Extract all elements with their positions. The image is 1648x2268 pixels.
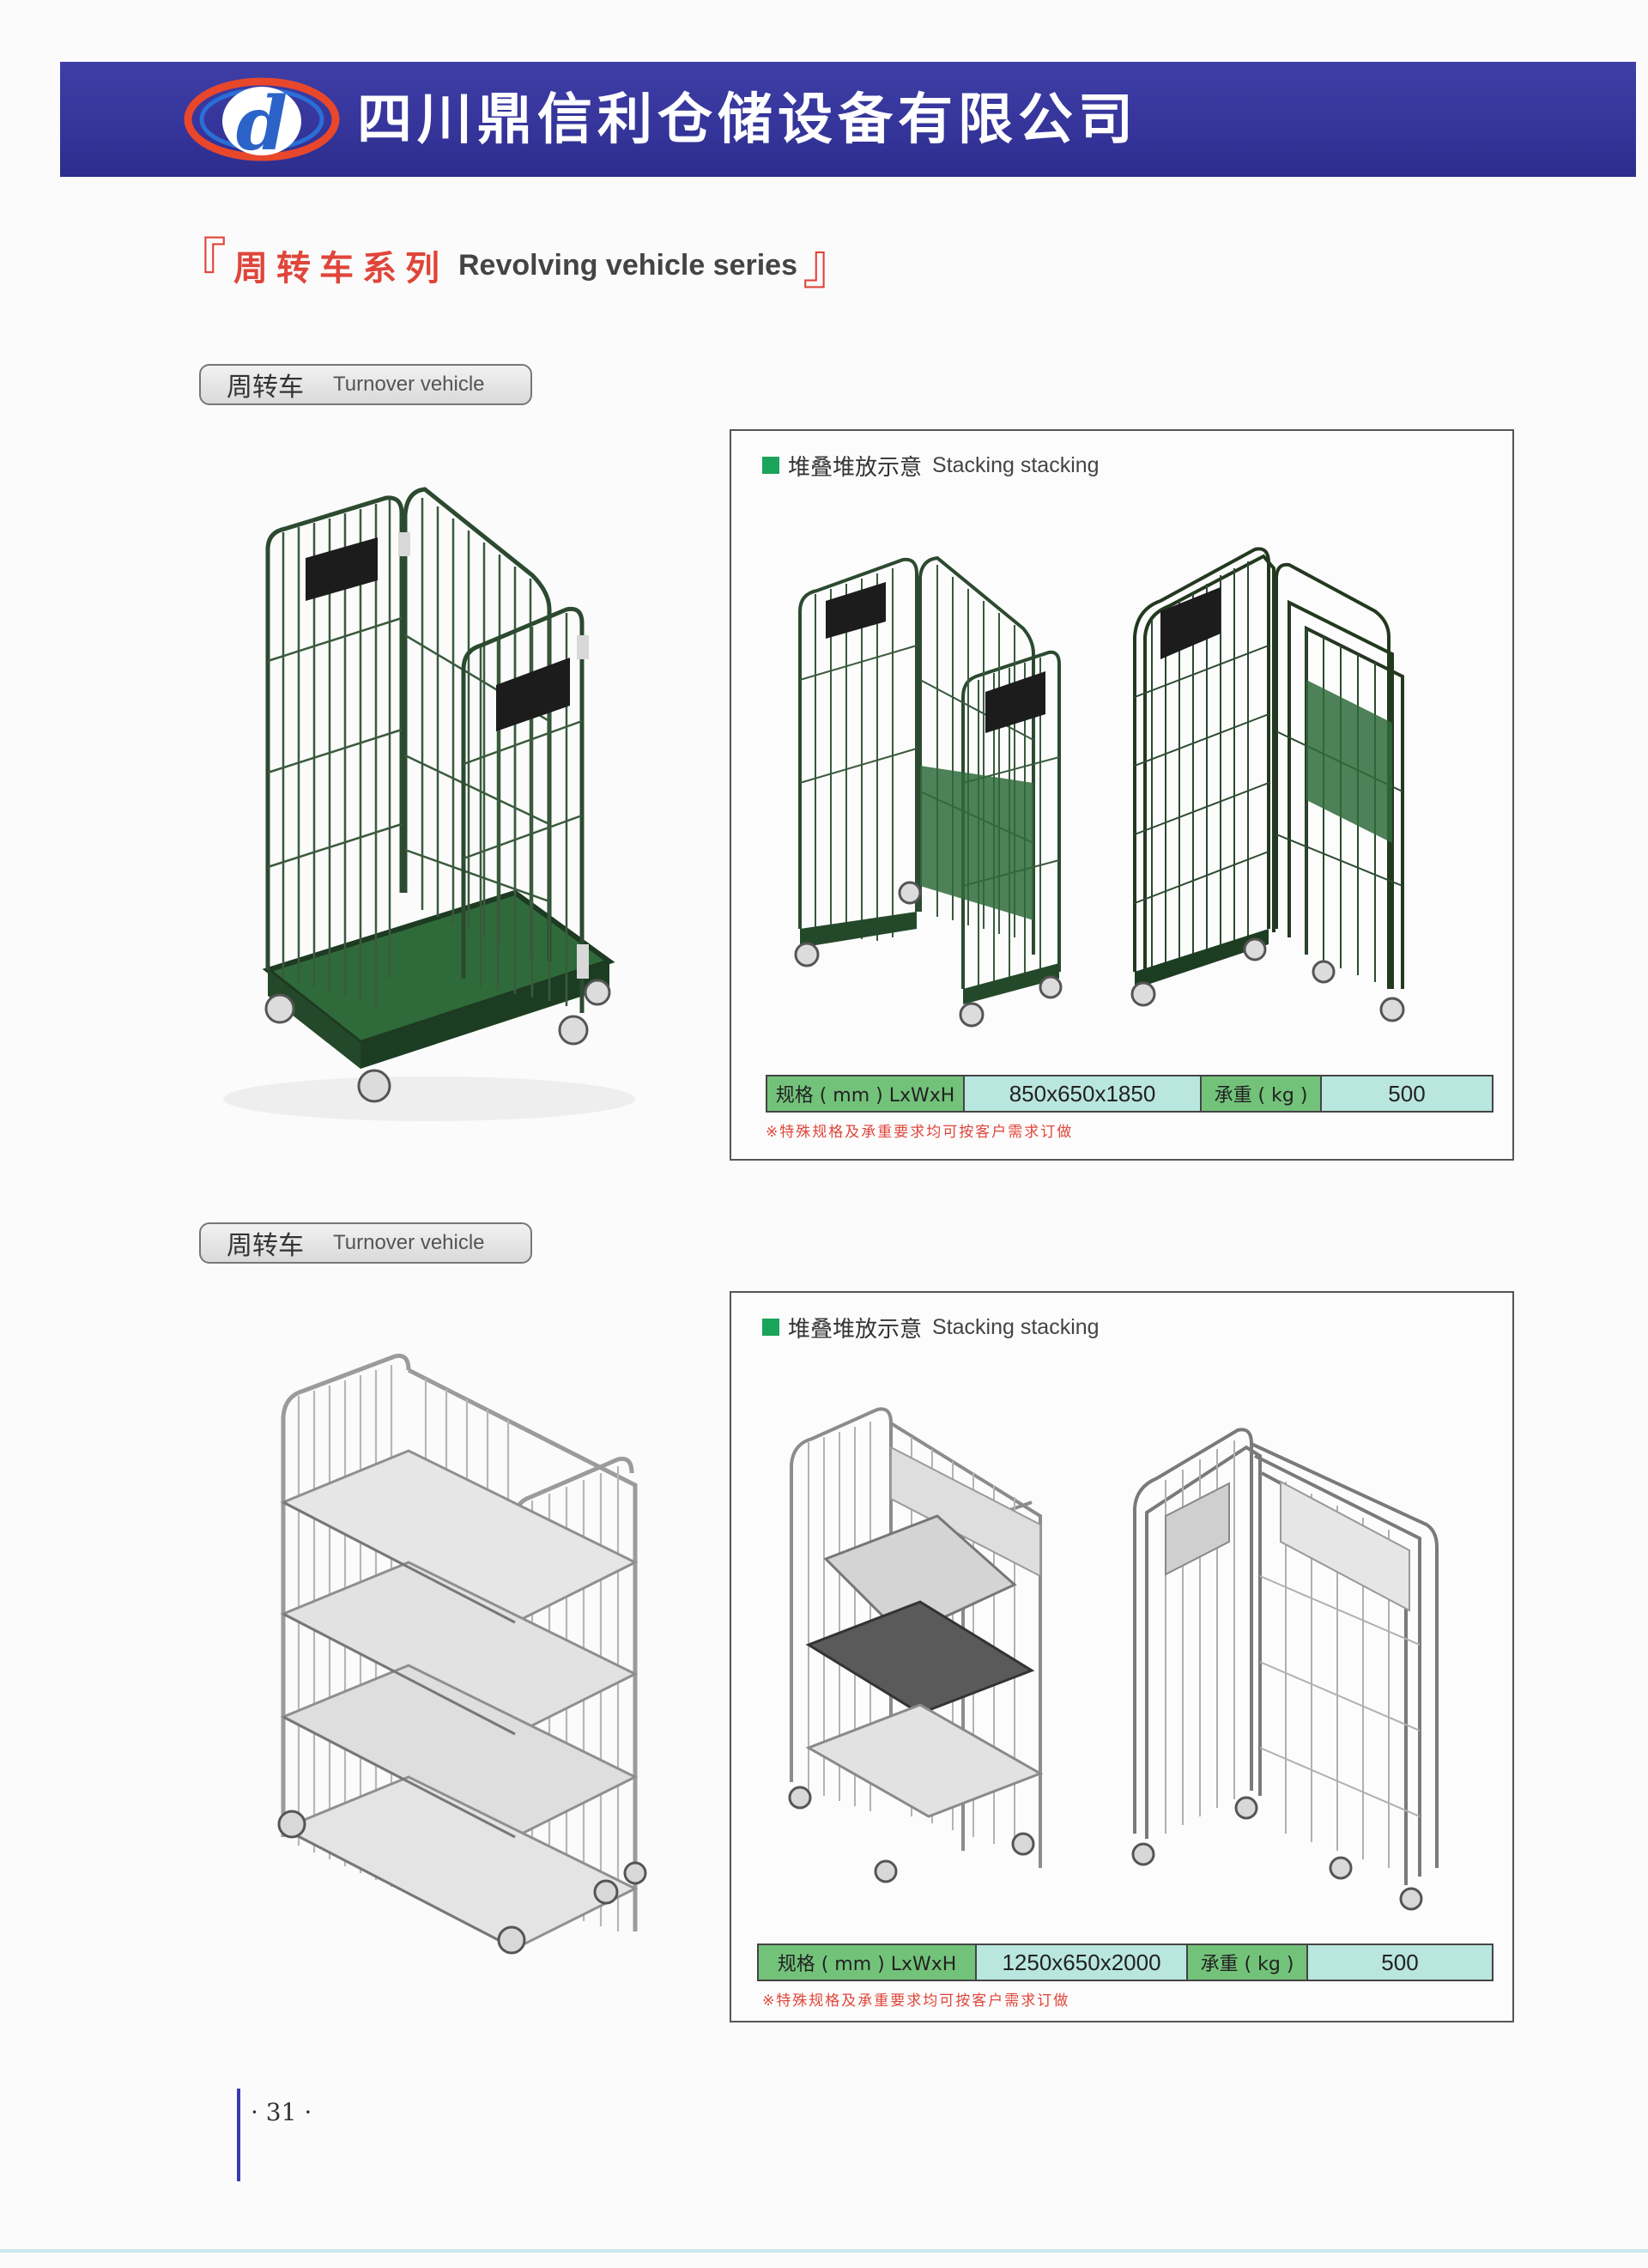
spec-table-2: 规格 ( mm ) LxWxH 1250x650x2000 承重 ( kg ) … [757,1944,1494,1981]
product-tag-cn: 周转车 [227,1231,304,1261]
product-tag-en: Turnover vehicle [333,373,485,396]
load-label-cell: 承重 ( kg ) [1202,1076,1322,1111]
stacking-label-cn: 堆叠堆放示意 [788,454,923,481]
green-cart-stacking-image [794,547,1405,1028]
bottom-line [0,2249,1648,2253]
bracket-open: 『 [172,233,227,297]
spec-label-cell: 规格 ( mm ) LxWxH [759,1945,977,1980]
green-turnover-cart-image [223,487,635,1121]
spec-label-cell: 规格 ( mm ) LxWxH [767,1076,965,1111]
stacking-label: 堆叠堆放示意 Stacking stacking [762,450,1100,481]
company-name: 四川鼎信利仓储设备有限公司 [357,88,1138,152]
product-tag-cn: 周转车 [227,373,304,403]
green-square-icon [762,1319,779,1336]
load-label-cell: 承重 ( kg ) [1188,1945,1308,1980]
product-tag-2: 周转车 Turnover vehicle [199,1222,532,1264]
spec-table-1: 规格 ( mm ) LxWxH 850x650x1850 承重 ( kg ) 5… [766,1075,1494,1113]
load-value-cell: 500 [1322,1076,1492,1111]
logo-letter: d [236,81,288,165]
page-number: · 31 · [251,2098,312,2126]
stacking-panel-1: 堆叠堆放示意 Stacking stacking [730,429,1514,1161]
stacking-label-en: Stacking stacking [932,452,1100,477]
product-tag-1: 周转车 Turnover vehicle [199,364,532,405]
spec-note: ※特殊规格及承重要求均可按客户需求订做 [766,1124,1074,1141]
silver-shelf-cart-image [277,1353,647,1955]
series-title-en: Revolving vehicle series [458,248,797,282]
series-title-cn: 周转车系列 [233,249,448,288]
stacking-label: 堆叠堆放示意 Stacking stacking [762,1312,1100,1343]
stacking-label-cn: 堆叠堆放示意 [788,1316,923,1343]
spec-note: ※特殊规格及承重要求均可按客户需求订做 [762,1992,1070,2010]
series-title: 『 周转车系列 Revolving vehicle series 』 [172,235,857,295]
spec-value-cell: 850x650x1850 [965,1076,1202,1111]
product-tag-en: Turnover vehicle [333,1231,485,1254]
bracket-close: 』 [802,233,857,297]
silver-cart-stacking-image [788,1407,1439,1911]
spec-value-cell: 1250x650x2000 [977,1945,1188,1980]
green-square-icon [762,457,779,474]
stacking-label-en: Stacking stacking [932,1314,1100,1339]
page-number-bar [237,2089,240,2181]
load-value-cell: 500 [1308,1945,1492,1980]
company-logo: d [184,77,340,165]
stacking-panel-2: 堆叠堆放示意 Stacking stacking [730,1291,1514,2022]
